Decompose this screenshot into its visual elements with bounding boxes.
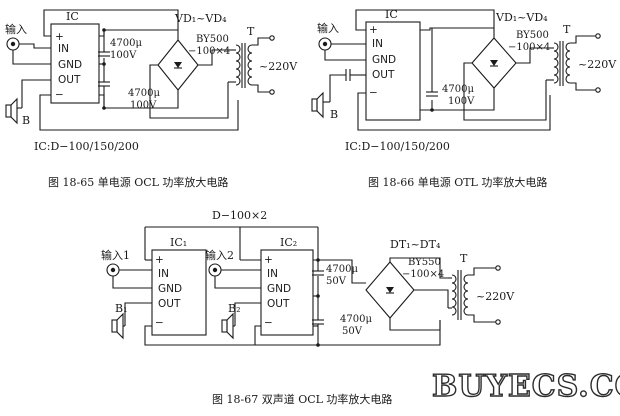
input1-jack-icon (106, 263, 120, 277)
transformer-label: T (460, 252, 468, 265)
input1-label: 输入1 (101, 248, 130, 262)
diagram-18-66: 输入 IC + IN GND OUT − 4700μ (311, 8, 617, 189)
bridge-label: VD₁~VD₄ (495, 11, 548, 24)
bridge-part: BY500 (196, 34, 229, 45)
speaker-label: B (22, 114, 30, 127)
ic-body (365, 21, 421, 121)
wiring (12, 9, 239, 131)
cap-top-value: 4700μ (110, 38, 142, 49)
speaker2-icon (221, 312, 234, 340)
bridge-rectifier-icon (365, 257, 449, 331)
speaker1-label: B₁ (115, 302, 128, 315)
capacitor-top-icon (312, 270, 324, 276)
diagram-18-65: 输入 IC + IN GND OUT − (5, 9, 298, 189)
input2-jack-icon (208, 263, 222, 277)
pin-plus: + (55, 31, 64, 43)
bridge-rectifier-icon (149, 30, 229, 119)
ic1-pin-minus: − (155, 317, 164, 329)
ic1-pin-out: OUT (158, 298, 181, 310)
cap-value: 4700μ (442, 84, 474, 95)
ic2-pin-out: OUT (267, 298, 290, 310)
ic2-label: IC₂ (280, 236, 297, 249)
input-label: 输入 (5, 22, 27, 36)
speaker-icon (5, 97, 18, 125)
ic1-pin-gnd: GND (158, 283, 182, 295)
cap-voltage: 100V (448, 96, 475, 107)
ic1-body (151, 249, 207, 336)
wiring (324, 9, 551, 131)
coupling-capacitor-icon (345, 69, 356, 81)
cap-bot-voltage: 50V (342, 326, 363, 337)
speaker1-icon (111, 312, 124, 340)
transformer-icon (448, 265, 501, 325)
mains-label: ~220V (476, 290, 515, 303)
pin-gnd: GND (372, 54, 396, 66)
ic2-pin-in: IN (267, 268, 278, 280)
pin-out: OUT (58, 74, 81, 86)
bridge-rectifier-icon (463, 28, 547, 121)
transformer-icon (546, 33, 601, 93)
ic1-label: IC₁ (170, 236, 187, 249)
cap-top-voltage: 100V (110, 50, 137, 61)
bridge-qty: −100×4 (402, 269, 444, 280)
input-jack-icon (6, 37, 20, 51)
pin-out: OUT (372, 69, 395, 81)
ic1-pin-plus: + (155, 254, 164, 266)
input2-label: 输入2 (205, 248, 234, 262)
speaker-label: B (330, 108, 338, 121)
ic2-pin-plus: + (264, 254, 273, 266)
ic-label: IC (66, 10, 79, 23)
mains-label: ~220V (259, 60, 298, 73)
transformer-label: T (247, 25, 255, 38)
bridge-part: BY500 (516, 30, 549, 41)
ic-note: IC:D−100/150/200 (34, 140, 139, 153)
transformer-label: T (563, 23, 571, 36)
bridge-qty: −100×4 (188, 46, 230, 57)
capacitor-bottom-icon (98, 81, 110, 87)
transformer-icon (228, 35, 275, 95)
watermark: BUYECS.COM (432, 369, 620, 404)
pin-gnd: GND (58, 59, 82, 71)
input-jack-icon (318, 37, 332, 51)
cap-top-voltage: 50V (326, 276, 347, 287)
ic2-pin-minus: − (264, 317, 273, 329)
cap-bot-voltage: 100V (130, 100, 157, 111)
bridge-label: VD₁~VD₄ (174, 12, 227, 25)
ic1-pin-in: IN (158, 268, 169, 280)
bridge-qty: −100×4 (508, 42, 550, 53)
bridge-part: BY550 (408, 257, 441, 268)
caption: 图 18-67 双声道 OCL 功率放大电路 (212, 392, 392, 406)
ic-note: IC:D−100/150/200 (345, 140, 450, 153)
capacitor-top-icon (98, 51, 110, 57)
cap-bot-value: 4700μ (340, 314, 372, 325)
cap-top-value: 4700μ (326, 264, 358, 275)
speaker2-label: B₂ (228, 302, 241, 315)
caption: 图 18-65 单电源 OCL 功率放大电路 (48, 175, 228, 189)
cap-bot-value: 4700μ (128, 88, 160, 99)
mains-label: ~220V (578, 58, 617, 71)
speaker-icon (311, 91, 324, 119)
ic-label: IC (385, 8, 398, 21)
bridge-label: DT₁~DT₄ (390, 238, 441, 251)
caption: 图 18-66 单电源 OTL 功率放大电路 (368, 175, 547, 189)
diagram-18-67: D−100×2 IC₁ + IN GND OUT − IC₂ + IN GND … (101, 209, 515, 406)
pin-in: IN (58, 43, 69, 55)
input-label: 输入 (317, 21, 339, 35)
pin-minus: − (369, 87, 378, 99)
capacitor-bottom-icon (312, 319, 324, 325)
pin-in: IN (372, 38, 383, 50)
pin-plus: + (369, 24, 378, 36)
filter-capacitor-icon (426, 91, 438, 97)
module-label: D−100×2 (212, 209, 267, 222)
pin-minus: − (55, 89, 64, 101)
ic2-body (260, 249, 314, 336)
ic2-pin-gnd: GND (267, 283, 291, 295)
